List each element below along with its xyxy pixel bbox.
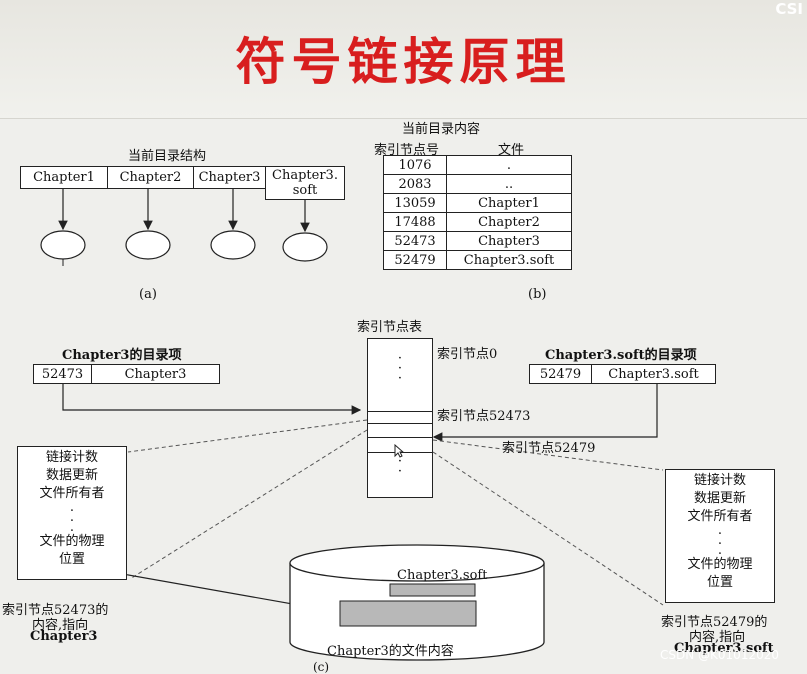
fig-a-caption: (a) <box>139 287 157 302</box>
detail-line: 位置 <box>58 552 85 567</box>
detail-line: 链接计数 <box>693 473 746 488</box>
right-detail-caption-1: 索引节点52479的 <box>661 615 768 630</box>
right-detail-caption-3: Chapter3.soft <box>674 641 774 656</box>
left-inode-detail: 链接计数 数据更新 文件所有者 . . . 文件的物理 位置 <box>17 446 127 580</box>
detail-line: 文件的物理 <box>687 557 753 572</box>
table-cell: 52473 <box>383 231 447 251</box>
inode-table: ··· ·· <box>367 338 433 498</box>
detail-line: . <box>717 543 723 558</box>
table-cell: .. <box>446 174 572 194</box>
detail-line: . <box>69 520 75 535</box>
table-cell: 17488 <box>383 212 447 232</box>
slide-title: 符号链接原理 <box>235 32 572 91</box>
detail-line: 文件的物理 <box>39 534 105 549</box>
detail-line: 位置 <box>706 575 733 590</box>
table-cell: Chapter3.soft <box>446 250 572 270</box>
inode-52479-label: 索引节点52479 <box>502 441 596 456</box>
table-cell: Chapter2 <box>446 212 572 232</box>
disk-content-label: Chapter3的文件内容 <box>327 644 454 659</box>
left-detail-caption-2: 内容,指向 <box>32 618 89 633</box>
watermark: CSDN @K01012020 <box>660 648 779 662</box>
right-entry-heading: Chapter3.soft的目录项 <box>545 348 697 363</box>
detail-line: 文件所有者 <box>39 486 105 501</box>
inode-table-heading: 索引节点表 <box>357 320 423 335</box>
inode-52473-label: 索引节点52473 <box>437 409 531 424</box>
inode-dots-top: ··· <box>397 351 403 386</box>
table-cell: 2083 <box>383 174 447 194</box>
table-cell: . <box>446 155 572 175</box>
left-detail-caption-1: 索引节点52473的 <box>2 603 109 618</box>
title-band <box>0 0 807 119</box>
fig-b-caption: (b) <box>528 287 547 302</box>
detail-line: 数据更新 <box>45 468 98 483</box>
disk-caption: (c) <box>313 660 330 674</box>
detail-line: 链接计数 <box>45 450 98 465</box>
fig-b-heading: 当前目录内容 <box>402 122 481 137</box>
fig-b-col-inode: 索引节点号 <box>374 143 440 158</box>
left-entry-inode: 52473 <box>33 364 92 384</box>
detail-line: . <box>69 510 75 525</box>
detail-line: 数据更新 <box>693 491 746 506</box>
table-cell: 13059 <box>383 193 447 213</box>
right-detail-caption-2: 内容,指向 <box>689 630 746 645</box>
left-entry-name: Chapter3 <box>91 364 220 384</box>
dir-entry-chapter1: Chapter1 <box>20 166 108 189</box>
detail-line: 文件所有者 <box>687 509 753 524</box>
corner-mark: CSI <box>775 0 803 18</box>
cursor-icon <box>394 444 404 458</box>
table-cell: 52479 <box>383 250 447 270</box>
detail-line: . <box>717 533 723 548</box>
detail-line: . <box>717 523 723 538</box>
table-cell: 1076 <box>383 155 447 175</box>
left-detail-caption-3: Chapter3 <box>30 629 98 644</box>
dir-entry-chapter3-soft: Chapter3. soft <box>265 166 345 200</box>
table-cell: Chapter3 <box>446 231 572 251</box>
inode-dots-bottom: ·· <box>397 454 403 479</box>
right-inode-detail: 链接计数 数据更新 文件所有者 . . . 文件的物理 位置 <box>665 469 775 603</box>
dir-entry-chapter3: Chapter3 <box>193 166 266 189</box>
detail-line: . <box>69 500 75 515</box>
inode-0-label: 索引节点0 <box>437 347 498 362</box>
right-entry-inode: 52479 <box>529 364 592 384</box>
dir-entry-chapter2: Chapter2 <box>107 166 194 189</box>
right-entry-name: Chapter3.soft <box>591 364 716 384</box>
disk-soft-label: Chapter3.soft <box>397 568 488 583</box>
fig-a-heading: 当前目录结构 <box>128 149 207 164</box>
left-entry-heading: Chapter3的目录项 <box>62 348 182 363</box>
fig-b-col-file: 文件 <box>498 143 525 158</box>
table-cell: Chapter1 <box>446 193 572 213</box>
